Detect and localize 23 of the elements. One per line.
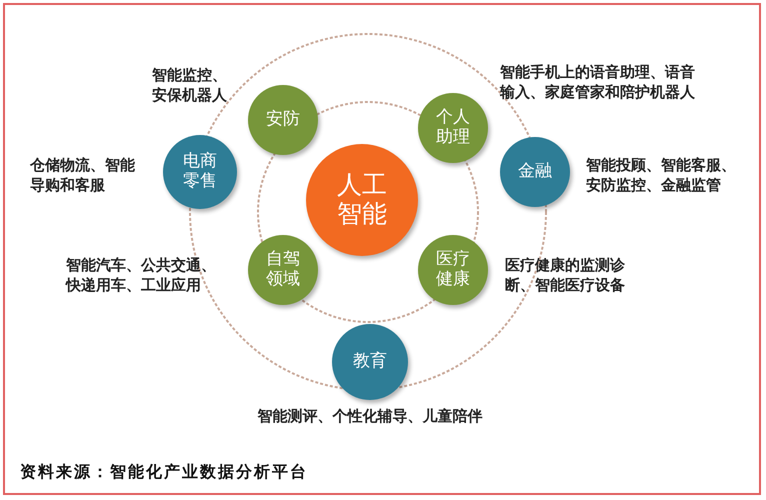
category-circle — [500, 137, 570, 207]
description-text: 智能测评、个性化辅导、儿童陪伴 — [256, 406, 484, 426]
circle-label: 自驾领域 — [265, 250, 301, 290]
circle-label: 医疗健康 — [435, 250, 471, 290]
description-text: 智能投顾、智能客服、安防监控、金融监管 — [586, 155, 737, 196]
circle-label: 教育 — [352, 352, 388, 372]
circle-label: 个人助理 — [435, 108, 471, 148]
category-circle — [248, 85, 318, 155]
description-text: 智能监控、安保机器人 — [152, 65, 228, 106]
category-circle — [418, 93, 488, 163]
circle-label: 安防 — [265, 110, 301, 130]
description-text: 智能手机上的语音助理、语音输入、家庭管家和陪护机器人 — [500, 62, 696, 102]
category-circle — [418, 235, 488, 305]
description-text: 智能汽车、公共交通、快递用车、工业应用 — [66, 255, 217, 296]
source-note: 资料来源：智能化产业数据分析平台 — [20, 462, 308, 483]
center-circle — [306, 144, 418, 256]
circle-label: 金融 — [517, 162, 553, 182]
circle-label: 电商零售 — [182, 152, 218, 192]
description-text: 仓储物流、智能导购和客服 — [30, 155, 136, 196]
circle-label: 人工智能 — [336, 171, 388, 229]
category-circle — [332, 324, 408, 400]
description-text: 医疗健康的监测诊断、智能医疗设备 — [505, 255, 626, 296]
category-circle — [248, 235, 318, 305]
